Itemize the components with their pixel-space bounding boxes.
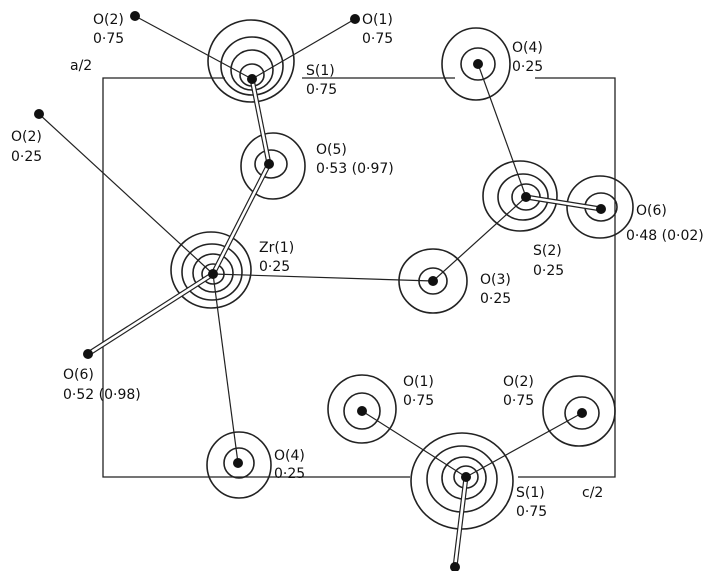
label-O3: O(3) 0·25	[480, 272, 511, 307]
contour-O1-bottom	[327, 374, 397, 444]
atom-height: 0·25	[512, 59, 543, 75]
label-S2: S(2) 0·25	[533, 243, 564, 279]
label-O1-top: O(1) 0·75	[362, 12, 393, 47]
atom-S1-bottom	[461, 472, 471, 482]
atom-name: S(1)	[306, 63, 335, 79]
label-S1-bottom: S(1) 0·75	[516, 485, 547, 520]
atom-O2-bottom	[577, 408, 587, 418]
atom-name: Zr(1)	[259, 240, 294, 256]
atom-name: O(4)	[512, 40, 543, 56]
atom-S1-top	[247, 74, 257, 84]
atom-O5	[264, 159, 274, 169]
double-bonds	[86, 78, 602, 568]
atom-name: S(1)	[516, 485, 545, 501]
atom-name: O(1)	[403, 374, 434, 390]
atom-name: S(2)	[533, 243, 562, 259]
label-O4-bottom: O(4) 0·25	[274, 448, 305, 482]
atom-height: 0·75	[362, 31, 393, 47]
atom-name: O(2)	[93, 12, 124, 28]
contour-S1-top	[207, 19, 295, 103]
atom-name: O(6)	[63, 367, 94, 383]
atom-O6-left	[83, 349, 93, 359]
atom-height: 0·75	[306, 82, 337, 98]
atom-O1-bottom	[357, 406, 367, 416]
contour-O5	[240, 132, 306, 200]
single-bonds	[38, 15, 583, 478]
atom-height: 0·53 (0·97)	[316, 161, 394, 177]
axis-label-a: a/2	[70, 58, 92, 74]
atom-Zr1	[208, 269, 218, 279]
contour-O4-top	[441, 27, 511, 101]
atom-O2-left	[34, 109, 44, 119]
atom-height: 0·75	[93, 31, 124, 47]
label-O2-top: O(2) 0·75	[93, 12, 124, 47]
atom-S2	[521, 192, 531, 202]
atom-name: O(2)	[11, 129, 42, 145]
atom-height: 0·25	[11, 149, 42, 165]
atom-height: 0·25	[259, 259, 290, 275]
atom-name: O(3)	[480, 272, 511, 288]
label-O5: O(5) 0·53 (0·97)	[316, 142, 394, 177]
axis-label-c: c/2	[582, 485, 603, 501]
atom-O2-top	[130, 11, 140, 21]
atom-S1-bottom-link	[450, 562, 460, 571]
atom-name: O(2)	[503, 374, 534, 390]
atom-height: 0·25	[480, 291, 511, 307]
atom-name: O(1)	[362, 12, 393, 28]
label-S1-top: S(1) 0·75	[306, 63, 337, 98]
contour-O2-bottom	[542, 375, 616, 447]
label-O4-top: O(4) 0·25	[512, 40, 543, 75]
unit-cell-outline	[102, 77, 616, 478]
label-Zr1: Zr(1) 0·25	[259, 240, 294, 275]
atom-height: 0·48 (0·02)	[626, 228, 704, 244]
atom-name: O(6)	[636, 203, 667, 219]
atom-height: 0·52 (0·98)	[63, 387, 141, 403]
atom-O4-bottom	[233, 458, 243, 468]
atom-height: 0·75	[516, 504, 547, 520]
atom-O3	[428, 276, 438, 286]
atom-height: 0·75	[403, 393, 434, 409]
contour-O4-bottom	[206, 431, 272, 499]
atom-O4-top	[473, 59, 483, 69]
atom-O6-right	[596, 204, 606, 214]
atom-height: 0·25	[274, 466, 305, 482]
contour-S2	[482, 160, 558, 232]
label-O6-right: O(6) 0·48 (0·02)	[626, 203, 704, 244]
atom-name: O(4)	[274, 448, 305, 464]
label-O6-left: O(6) 0·52 (0·98)	[63, 367, 141, 403]
atom-markers	[34, 11, 606, 571]
atom-O1-top	[350, 14, 360, 24]
atom-name: O(5)	[316, 142, 347, 158]
label-O1-bottom: O(1) 0·75	[403, 374, 434, 409]
atom-height: 0·75	[503, 393, 534, 409]
label-O2-left: O(2) 0·25	[11, 129, 42, 165]
label-O2-bottom: O(2) 0·75	[503, 374, 534, 409]
atom-height: 0·25	[533, 263, 564, 279]
